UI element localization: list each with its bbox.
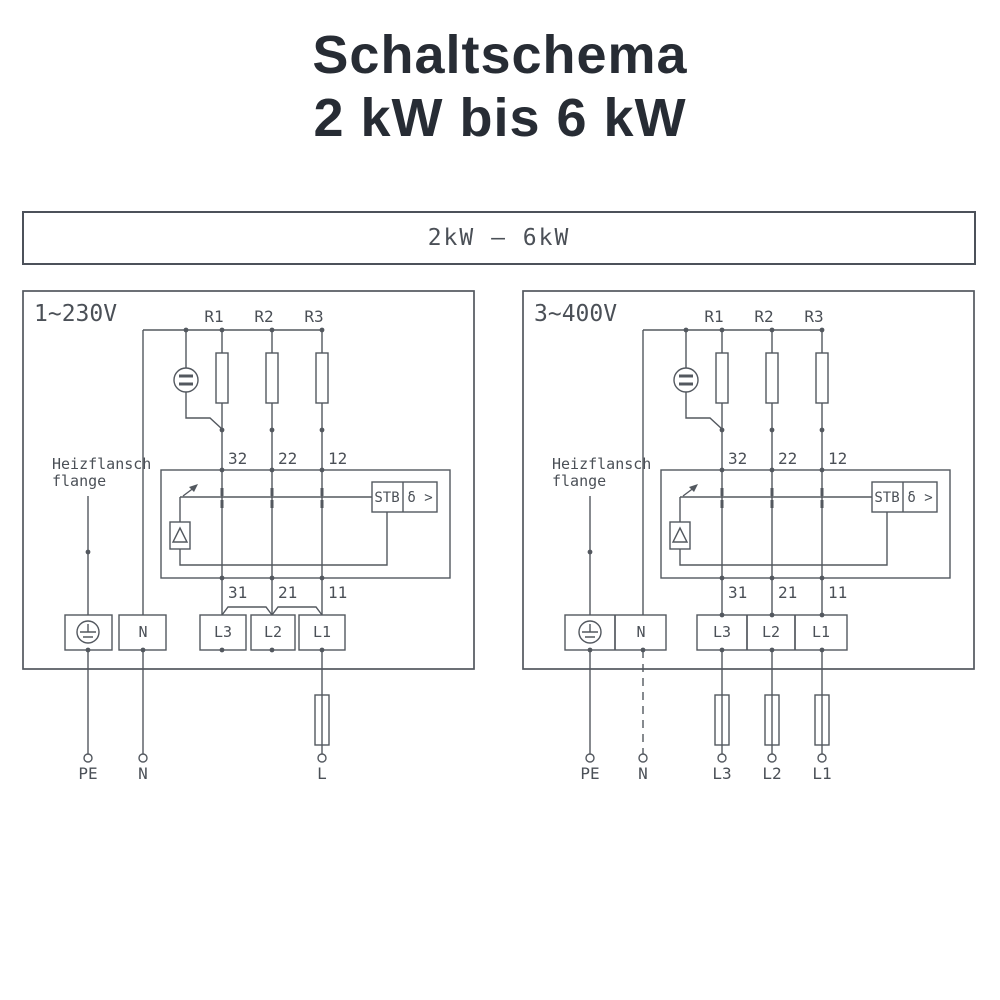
- contact-num-12: 12: [828, 449, 847, 468]
- resistor-r1-icon: [215, 352, 229, 404]
- flange-label-line2: flange: [552, 472, 606, 490]
- terminal-l2-label: L2: [264, 623, 282, 641]
- lead-label-n: N: [638, 764, 648, 783]
- lead-terminal-n: [138, 753, 148, 763]
- contact-num-21: 21: [278, 583, 297, 602]
- indicator-lamp-icon: [173, 367, 199, 393]
- lead-label-l1: L1: [812, 764, 831, 783]
- terminal-n-label: N: [636, 623, 645, 641]
- stb-symbol: δ >: [407, 490, 432, 506]
- supply-leads: PE N L: [78, 650, 330, 783]
- contact-num-11: 11: [828, 583, 847, 602]
- resistor-r3-icon: [815, 352, 829, 404]
- lamp-wire: [685, 330, 723, 430]
- stb-symbol: δ >: [907, 490, 932, 506]
- lamp-wire: [185, 330, 223, 430]
- terminal-blocks: N L3 L2 L1: [64, 606, 346, 651]
- relay-label-r2: R2: [754, 307, 773, 326]
- jumper-link-l3-l2: [221, 606, 273, 616]
- control-box: STB δ >: [160, 469, 451, 579]
- panel-border: [22, 290, 475, 670]
- flange-label-line2: flange: [52, 472, 106, 490]
- temperature-sensor-icon: [169, 497, 388, 566]
- resistor-r2-icon: [265, 352, 279, 404]
- thermostat-contact-icon: [220, 488, 324, 508]
- contact-num-31: 31: [728, 583, 747, 602]
- contact-num-32: 32: [228, 449, 247, 468]
- voltage-label: 3~400V: [534, 301, 617, 327]
- resistor-r1-icon: [715, 352, 729, 404]
- contact-num-32: 32: [728, 449, 747, 468]
- lead-terminal-l: [317, 753, 327, 763]
- lead-label-pe: PE: [580, 764, 599, 783]
- power-range-banner: 2kW – 6kW: [22, 211, 976, 265]
- relay-label-r3: R3: [804, 307, 823, 326]
- lead-terminal-l1: [817, 753, 827, 763]
- lead-terminal-l3: [717, 753, 727, 763]
- terminal-l3-label: L3: [214, 623, 232, 641]
- voltage-label: 1~230V: [34, 301, 117, 327]
- lead-terminal-pe: [83, 753, 93, 763]
- relay-label-r2: R2: [254, 307, 273, 326]
- flange-label-line1: Heizflansch: [552, 455, 651, 473]
- lead-label-n: N: [138, 764, 148, 783]
- stb-label: STB: [374, 490, 399, 506]
- supply-leads: PE N L3 L2 L1: [580, 650, 832, 783]
- panel-400v: 3~400V R1 R2 R3 32 22 12 31 21 11: [522, 290, 975, 783]
- terminal-dividers: [746, 615, 796, 650]
- page-title: Schaltschema 2 kW bis 6 kW: [0, 24, 1000, 150]
- panel-border: [522, 290, 975, 670]
- terminal-n-label: N: [138, 623, 147, 641]
- relay-label-r3: R3: [304, 307, 323, 326]
- contact-num-11: 11: [328, 583, 347, 602]
- junction-dots: [85, 327, 325, 653]
- stb-box: STB δ >: [871, 481, 938, 513]
- contact-num-21: 21: [778, 583, 797, 602]
- terminal-l3-label: L3: [713, 623, 731, 641]
- contact-num-22: 22: [778, 449, 797, 468]
- lead-terminal-pe: [585, 753, 595, 763]
- relay-label-r1: R1: [704, 307, 723, 326]
- control-box: STB δ >: [660, 469, 951, 579]
- title-line2: 2 kW bis 6 kW: [313, 88, 687, 149]
- contact-num-22: 22: [278, 449, 297, 468]
- terminal-blocks: N L3 L2 L1: [564, 614, 848, 651]
- flange-label-line1: Heizflansch: [52, 455, 151, 473]
- terminal-l1-label: L1: [313, 623, 331, 641]
- actuator-arrowhead: [189, 484, 198, 492]
- power-range-label: 2kW – 6kW: [427, 225, 571, 251]
- stb-box: STB δ >: [371, 481, 438, 513]
- jumper-link-l2-l1: [271, 606, 323, 616]
- thermostat-contact-icon: [720, 488, 824, 508]
- relay-label-r1: R1: [204, 307, 223, 326]
- contact-num-31: 31: [228, 583, 247, 602]
- title-line1: Schaltschema: [312, 25, 688, 85]
- stb-label: STB: [874, 490, 899, 506]
- terminal-l2-label: L2: [762, 623, 780, 641]
- temperature-sensor-icon: [669, 497, 888, 566]
- lead-label-l3: L3: [712, 764, 731, 783]
- terminal-l1-label: L1: [812, 623, 830, 641]
- lead-terminal-n: [638, 753, 648, 763]
- protective-earth-icon: [578, 620, 602, 644]
- lead-label-l: L: [317, 764, 327, 783]
- panel-230v: 1~230V R1 R2 R3 32 22 12 31 21 11: [22, 290, 475, 783]
- protective-earth-icon: [76, 620, 100, 644]
- lead-terminal-l2: [767, 753, 777, 763]
- indicator-lamp-icon: [673, 367, 699, 393]
- lead-label-pe: PE: [78, 764, 97, 783]
- lead-label-l2: L2: [762, 764, 781, 783]
- actuator-arrowhead: [689, 484, 698, 492]
- contact-num-12: 12: [328, 449, 347, 468]
- resistor-r3-icon: [315, 352, 329, 404]
- resistor-r2-icon: [765, 352, 779, 404]
- junction-dots: [587, 327, 825, 653]
